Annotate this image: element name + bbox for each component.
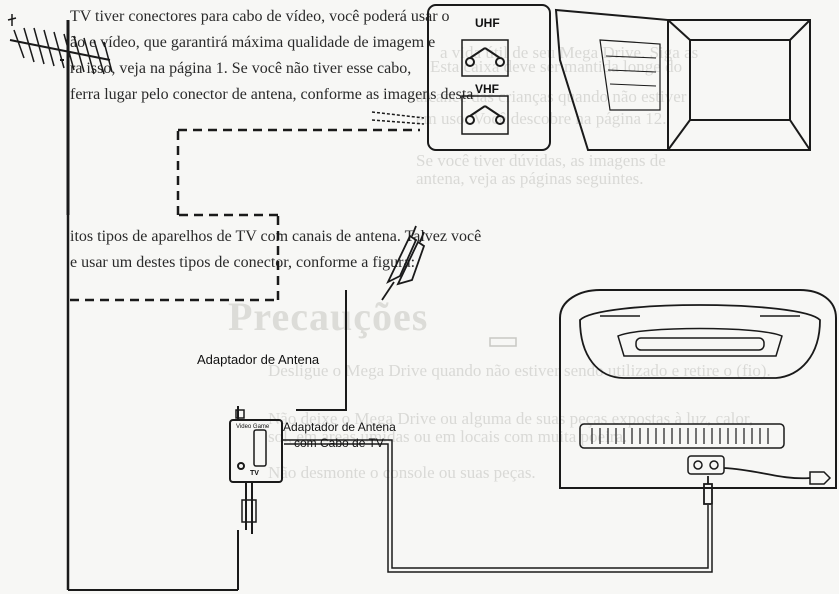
paragraph-line: ra isso, veja na página 1. Se você não t… <box>70 60 412 77</box>
switch-videogame-label: Video Game <box>236 424 270 430</box>
antenna-icon <box>7 14 113 215</box>
uhf-label: UHF <box>475 16 500 30</box>
antenna-terminal-box-icon <box>427 4 551 151</box>
cable-tv-label: com Cabo de TV <box>294 436 384 450</box>
paragraph-line: itos tipos de aparelhos de TV com canais… <box>70 228 482 245</box>
rf-connector-icon <box>381 225 426 301</box>
adapter-cable-label: Adaptador de Antena <box>283 420 396 434</box>
adapter-title-label: Adaptador de Antena <box>197 352 320 367</box>
television-icon <box>554 8 811 151</box>
paragraph-line: e usar um destes tipos de conector, conf… <box>70 254 416 271</box>
antenna-switch-box-icon <box>229 406 283 534</box>
paragraph-line: ão e vídeo, que garantirá máxima qualida… <box>70 34 436 51</box>
rca-plug-icon <box>703 476 713 505</box>
paragraph-line: TV tiver conectores para cabo de vídeo, … <box>70 8 450 25</box>
switch-tv-label: TV <box>250 470 259 477</box>
vhf-label: VHF <box>475 82 499 96</box>
paragraph-line: ferra lugar pelo conector de antena, con… <box>70 86 474 103</box>
console-icon <box>559 289 837 489</box>
